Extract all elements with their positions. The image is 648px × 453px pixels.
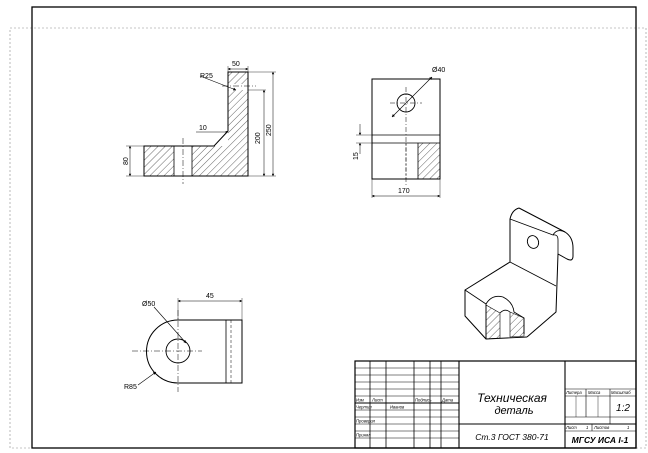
tb-list: Лист bbox=[371, 398, 383, 403]
iso-slot-edge bbox=[485, 295, 525, 334]
tb-organization: МГСУ ИСА I-1 bbox=[572, 435, 629, 445]
iso-section-left bbox=[485, 304, 501, 340]
dim-r25-leader bbox=[199, 75, 237, 91]
dim-200-label: 200 bbox=[255, 132, 262, 144]
tb-material: Ст.3 ГОСТ 380-71 bbox=[475, 432, 549, 442]
iso-plate-left-edge bbox=[509, 207, 520, 262]
side-hatch bbox=[418, 143, 440, 179]
dim-dia50-leader bbox=[153, 306, 187, 344]
dim-r85-label: R85 bbox=[124, 384, 137, 391]
front-view: R25 50 10 200 250 80 bbox=[123, 61, 276, 184]
tb-massa: Масса bbox=[588, 390, 601, 395]
dim-dia40-label: Ø40 bbox=[432, 67, 445, 74]
iso-plate-hole bbox=[526, 235, 540, 249]
tb-prinyal: Принял bbox=[356, 433, 371, 438]
tb-sheets-num: 1 bbox=[627, 425, 629, 430]
tb-title-line1: Техническая bbox=[477, 391, 547, 405]
tb-chertil-name: Иванов bbox=[390, 405, 405, 410]
top-view: Ø50 45 R85 bbox=[124, 293, 243, 392]
iso-base-left bbox=[464, 261, 511, 340]
iso-section-right bbox=[509, 311, 525, 338]
dim-10-label: 10 bbox=[199, 125, 207, 132]
front-hatch-top bbox=[228, 72, 248, 84]
dim-45-label: 45 bbox=[206, 293, 214, 300]
tb-scale: 1:2 bbox=[616, 403, 630, 414]
dim-50-label: 50 bbox=[232, 61, 240, 68]
tb-title-line2: деталь bbox=[494, 405, 533, 417]
dim-r85-leader bbox=[137, 371, 157, 386]
tb-podpis: Подпись bbox=[415, 398, 432, 403]
dim-250-label: 250 bbox=[266, 124, 273, 136]
front-outline bbox=[143, 71, 249, 177]
dim-170-label: 170 bbox=[398, 188, 410, 195]
dim-r25-label: R25 bbox=[200, 73, 213, 80]
tb-litera: Литера bbox=[565, 390, 582, 395]
drawing-border bbox=[31, 6, 637, 449]
tb-data: Дата bbox=[441, 398, 454, 403]
title-block-frame bbox=[354, 360, 637, 449]
dim-80-label: 80 bbox=[123, 157, 130, 165]
tb-chertil: Чертил bbox=[356, 405, 372, 410]
iso-plate-front-edge bbox=[509, 218, 559, 254]
iso-base-joint bbox=[509, 261, 557, 287]
iso-plate-outline bbox=[518, 207, 574, 338]
front-hatch-left bbox=[144, 146, 174, 176]
top-outline bbox=[146, 319, 243, 384]
tb-sheet-num: 1 bbox=[586, 425, 588, 430]
side-view: Ø40 15 170 bbox=[353, 67, 445, 198]
iso-slot-bottom bbox=[499, 309, 511, 314]
dim-dia40-leader bbox=[391, 76, 433, 118]
dim-15-label: 15 bbox=[353, 152, 360, 160]
tb-izm: Изм bbox=[356, 398, 364, 403]
tb-sheet: Лист bbox=[565, 425, 577, 430]
title-block bbox=[354, 360, 637, 449]
tb-sheets: Листов bbox=[593, 425, 610, 430]
front-hatch-right bbox=[192, 146, 248, 176]
iso-base-top-edge bbox=[464, 289, 487, 305]
dim-dia50-label: Ø50 bbox=[142, 301, 155, 308]
tb-proveril: Проверил bbox=[356, 419, 376, 424]
iso-plate-round bbox=[552, 230, 566, 236]
outer-dashed-frame bbox=[9, 27, 647, 449]
tb-masshtab: Масштаб bbox=[611, 390, 631, 395]
isometric-view bbox=[464, 207, 574, 340]
front-hatch-vertical bbox=[228, 90, 248, 146]
